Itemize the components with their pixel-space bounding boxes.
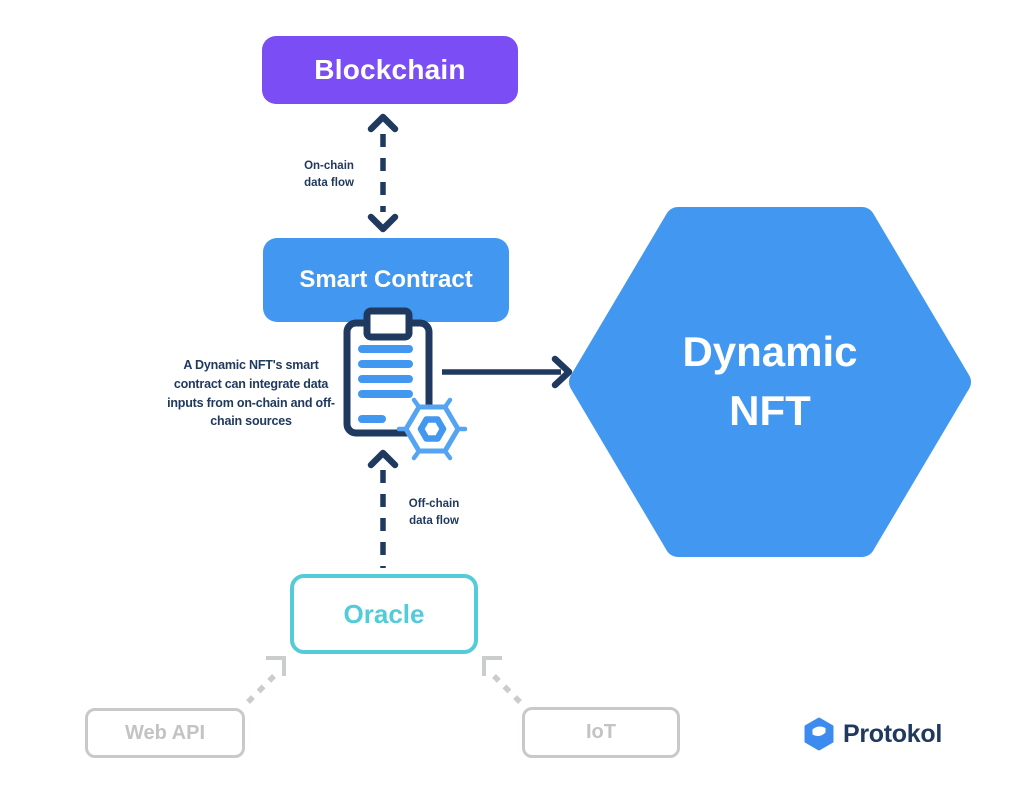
protokol-logo: Protokol: [803, 716, 942, 752]
iot-label: IoT: [586, 721, 616, 743]
on-chain-flow-arrow-icon: [367, 113, 399, 233]
dynamic-nft-label: Dynamic NFT: [682, 328, 858, 434]
blockchain-label: Blockchain: [314, 54, 466, 85]
protokol-logo-icon: [804, 717, 834, 751]
web-api-node: Web API: [85, 708, 245, 758]
hexagon-badge-icon: [396, 397, 468, 461]
iot-node: IoT: [522, 707, 680, 758]
protokol-wordmark: Protokol: [843, 719, 942, 748]
dynamic-nft-hexagon: [569, 207, 971, 557]
description-text: A Dynamic NFT's smart contract can integ…: [167, 358, 335, 429]
oracle-label: Oracle: [343, 598, 425, 629]
off-chain-flow-arrow-icon: [367, 449, 399, 568]
web-api-to-oracle-arrow-icon: [246, 656, 286, 704]
on-chain-flow-label: On-chain data flow: [304, 160, 354, 189]
contract-document-icon: [343, 307, 433, 437]
smart-contract-label: Smart Contract: [299, 266, 473, 293]
to-dynamic-nft-arrow-icon: [442, 355, 573, 389]
oracle-node: Oracle: [290, 574, 478, 654]
web-api-label: Web API: [124, 721, 205, 744]
iot-to-oracle-arrow-icon: [482, 656, 522, 704]
off-chain-flow-label: Off-chain data flow: [408, 498, 460, 527]
blockchain-node: Blockchain: [262, 36, 518, 104]
